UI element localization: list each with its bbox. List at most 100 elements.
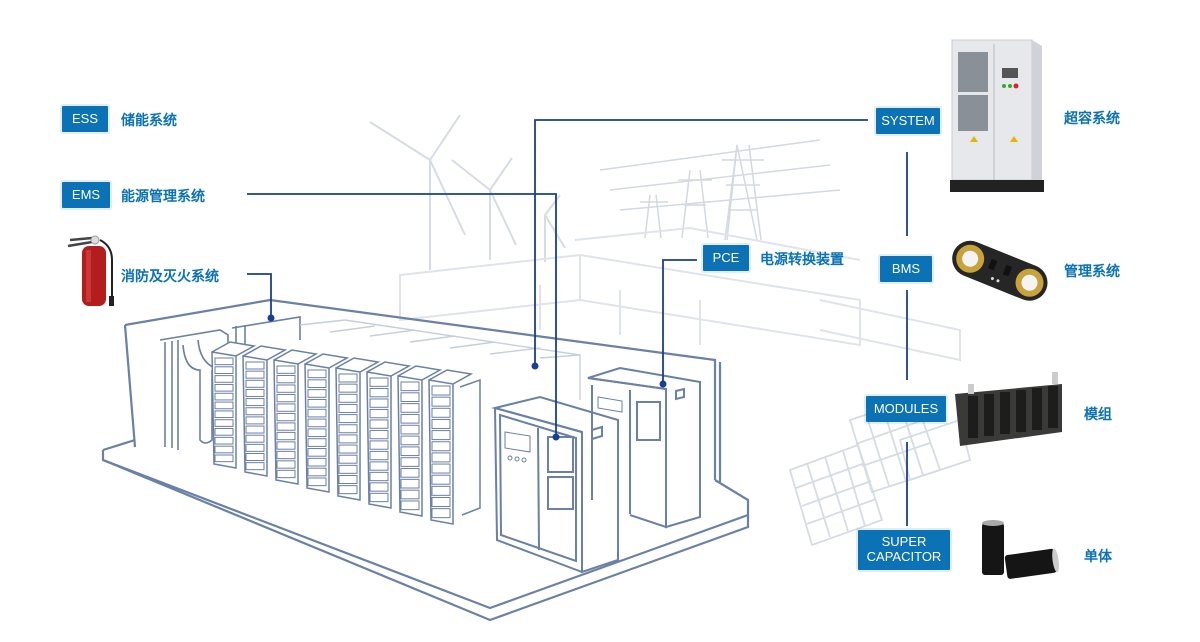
battery-drawer — [307, 398, 327, 408]
modules-tag: MODULES — [866, 396, 946, 422]
battery-drawer — [276, 441, 296, 450]
battery-drawer — [400, 392, 420, 402]
battery-drawer — [338, 454, 358, 464]
battery-drawer — [307, 457, 327, 467]
bms-tag: BMS — [880, 256, 932, 282]
battery-drawer — [400, 413, 420, 424]
container-outline — [101, 298, 750, 622]
battery-drawer — [338, 475, 358, 484]
battery-drawer — [369, 377, 389, 387]
battery-drawer — [338, 383, 358, 393]
battery-drawer — [214, 401, 234, 410]
battery-drawer — [400, 424, 420, 435]
battery-drawer — [369, 450, 389, 461]
battery-drawer — [214, 428, 234, 436]
battery-drawer — [369, 419, 389, 429]
connector-dots — [267, 314, 667, 441]
battery-drawer — [338, 485, 358, 495]
battery-drawer — [369, 440, 389, 450]
fire-extinguisher-icon — [67, 235, 114, 306]
battery-drawer — [307, 438, 327, 447]
battery-drawer — [369, 429, 389, 440]
super-capacitor-tag-line2: CAPACITOR — [866, 549, 942, 564]
battery-drawer — [214, 410, 234, 419]
fire-system-label: 消防及灭火系统 — [121, 269, 219, 285]
battery-drawer — [369, 482, 389, 492]
battery-drawer — [431, 508, 451, 519]
battery-drawer — [214, 436, 234, 445]
supercap-system-cabinet-image — [950, 39, 1044, 192]
pce-cabinet-front — [491, 395, 619, 574]
ess-tag: ESS — [62, 106, 108, 132]
battery-drawer — [338, 373, 358, 383]
super-capacitor-tag: SUPER CAPACITOR — [858, 530, 950, 570]
solar-panels — [788, 396, 972, 547]
battery-drawer — [431, 396, 451, 407]
battery-drawer — [400, 457, 420, 467]
battery-drawer — [431, 385, 451, 396]
super-capacitor-tag-line1: SUPER — [881, 534, 927, 550]
battery-drawer — [307, 477, 327, 487]
connector-fire — [247, 273, 272, 318]
super-capacitor-label: 单体 — [1084, 549, 1112, 565]
system-label: 超容系统 — [1064, 111, 1120, 127]
battery-drawer — [400, 478, 420, 489]
battery-drawer — [276, 431, 296, 441]
battery-drawer — [400, 446, 420, 457]
battery-drawer — [307, 389, 327, 398]
modules-label: 模组 — [1084, 407, 1112, 423]
ems-label: 能源管理系统 — [121, 189, 205, 205]
battery-drawer — [338, 424, 358, 434]
connector-pce — [662, 259, 697, 384]
battery-drawer — [245, 398, 265, 407]
battery-drawer — [245, 462, 265, 471]
battery-drawer — [276, 469, 296, 479]
battery-rack — [397, 365, 443, 517]
battery-drawer — [307, 448, 327, 457]
battery-drawer — [307, 408, 327, 418]
battery-drawer — [276, 412, 296, 422]
battery-drawer — [369, 398, 389, 408]
battery-drawer — [276, 450, 296, 460]
battery-drawer — [214, 445, 234, 454]
battery-rack — [335, 357, 381, 501]
system-tag: SYSTEM — [876, 108, 940, 134]
battery-drawer — [369, 492, 389, 503]
battery-rack — [304, 353, 350, 493]
capacitor-module-image — [955, 372, 1062, 446]
background-platforms — [399, 226, 961, 362]
battery-drawer — [245, 425, 265, 434]
battery-drawer — [338, 464, 358, 474]
connector-system — [534, 119, 868, 366]
ems-tag: EMS — [62, 182, 110, 208]
ess-label: 储能系统 — [121, 113, 177, 129]
battery-drawer — [431, 463, 451, 474]
battery-drawer — [214, 375, 234, 383]
battery-drawer — [245, 379, 265, 388]
battery-drawer — [369, 408, 389, 419]
battery-drawer — [245, 443, 265, 452]
battery-drawer — [307, 369, 327, 379]
battery-rack — [273, 349, 319, 485]
battery-drawer — [245, 388, 265, 397]
battery-drawer — [338, 393, 358, 403]
battery-drawer — [400, 489, 420, 500]
battery-drawer — [369, 387, 389, 398]
connector-ems — [247, 193, 557, 437]
battery-drawer — [245, 453, 265, 461]
battery-drawer — [307, 379, 327, 388]
battery-drawer — [338, 434, 358, 444]
battery-drawer — [276, 460, 296, 469]
battery-drawer — [338, 414, 358, 424]
battery-drawer — [431, 441, 451, 452]
battery-drawer — [276, 393, 296, 403]
battery-drawer — [245, 361, 265, 370]
battery-rack — [211, 341, 257, 469]
battery-drawer — [245, 407, 265, 416]
battery-drawer — [400, 435, 420, 446]
pce-tag: PCE — [703, 245, 749, 271]
capacitor-cells-image — [982, 520, 1060, 579]
battery-rack — [242, 345, 288, 477]
battery-drawer — [214, 383, 234, 392]
battery-drawer — [431, 497, 451, 507]
